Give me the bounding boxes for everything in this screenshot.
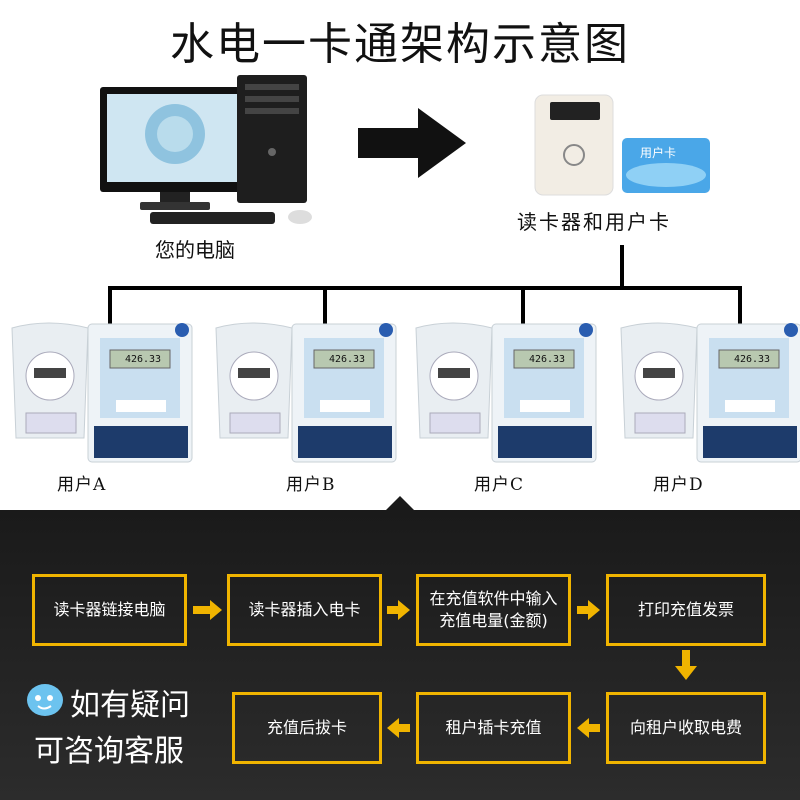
page-title: 水电一卡通架构示意图 — [170, 19, 630, 70]
connection-lines — [108, 245, 742, 328]
flow-arrows — [193, 600, 697, 738]
contact-line-1: 如有疑问 — [70, 688, 190, 723]
meter-illustration — [11, 322, 193, 463]
step-3-text: 在充值软件中输入充值电量(金额) — [429, 589, 558, 630]
meter-group: 426.33 — [8, 318, 198, 468]
card-reader-illustration — [534, 94, 710, 196]
step-2: 读卡器插入电卡 — [227, 574, 382, 646]
user-label-c: 用户C — [474, 475, 525, 495]
arrow-right-icon — [387, 600, 410, 620]
computer-illustration — [100, 75, 312, 224]
meter-illustration — [415, 322, 597, 463]
user-card-label: 用户卡 — [640, 146, 677, 160]
step-1: 读卡器链接电脑 — [32, 574, 187, 646]
arrow-left-icon — [577, 718, 600, 738]
contact-line-2: 可咨询客服 — [34, 734, 184, 769]
step-5: 向租户收取电费 — [606, 692, 766, 764]
meter-reading: 426.33 — [733, 354, 771, 365]
user-label-a: 用户A — [57, 475, 107, 495]
process-panel — [0, 510, 800, 800]
meter-reading: 426.33 — [124, 354, 162, 365]
reader-label: 读卡器和用户卡 — [517, 210, 671, 234]
arrow-right-icon — [358, 108, 466, 178]
meter-group: 426.33 — [212, 318, 402, 468]
arrow-right-icon — [193, 600, 222, 620]
user-label-b: 用户B — [286, 475, 336, 495]
user-label-d: 用户D — [653, 475, 704, 495]
computer-label: 您的电脑 — [155, 238, 235, 262]
meter-reading: 426.33 — [528, 354, 566, 365]
arrow-down-icon — [675, 650, 697, 680]
step-7: 充值后拔卡 — [232, 692, 382, 764]
step-6: 租户插卡充值 — [416, 692, 571, 764]
panel-notch — [384, 496, 416, 512]
meter-illustration — [620, 322, 800, 463]
meter-reading: 426.33 — [328, 354, 366, 365]
arrow-left-icon — [387, 718, 410, 738]
chat-bubble-icon — [27, 684, 63, 716]
step-4: 打印充值发票 — [606, 574, 766, 646]
meter-group: 426.33 — [412, 318, 602, 468]
step-3: 在充值软件中输入充值电量(金额) — [416, 574, 571, 646]
meter-group: 426.33 — [617, 318, 800, 468]
meter-illustration — [215, 322, 397, 463]
arrow-right-icon — [577, 600, 600, 620]
